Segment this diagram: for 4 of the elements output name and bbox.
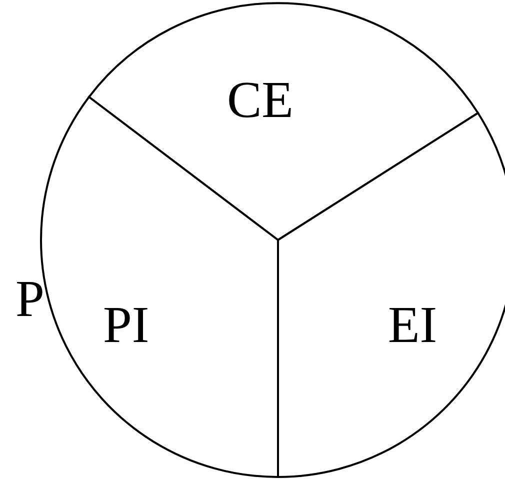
text-label: P bbox=[16, 274, 44, 326]
sector-label: EI bbox=[388, 300, 438, 352]
sector-label: PI bbox=[103, 300, 150, 352]
sector-label: CE bbox=[227, 75, 294, 127]
